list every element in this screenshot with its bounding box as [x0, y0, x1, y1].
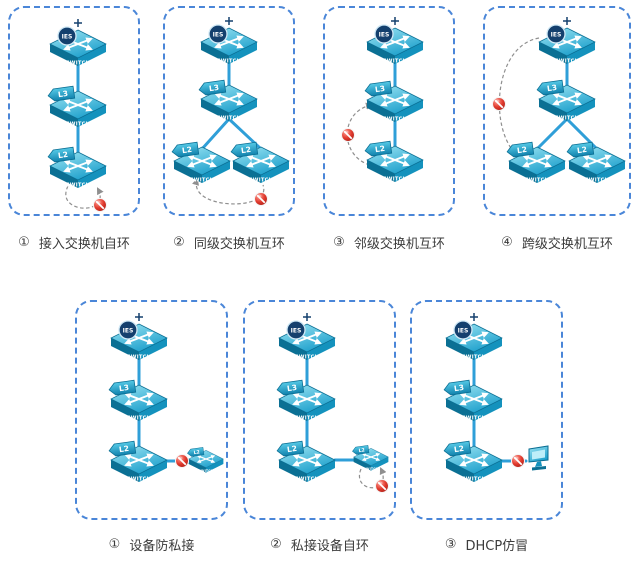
caption-access-switch-self-loop: ① 接入交换机自环	[8, 232, 140, 252]
l2-switch-icon	[364, 141, 423, 182]
forbidden-icon	[510, 453, 526, 469]
loop-arc	[498, 37, 540, 157]
caption-text: 设备防私接	[129, 538, 195, 554]
l3-switch-icon	[198, 80, 257, 121]
panel-private-device-self-loop	[243, 300, 396, 520]
loop-arc	[346, 102, 374, 167]
l2-switch-icon	[443, 441, 502, 482]
forbidden-icon	[92, 197, 108, 213]
caption-number: ②	[270, 536, 282, 552]
l3-switch-icon	[276, 380, 335, 421]
self-loop-arc	[358, 467, 387, 489]
caption-text: DHCP仿冒	[465, 538, 529, 554]
caption-adjacent-switch-loop: ③ 邻级交换机互环	[323, 232, 455, 252]
l2-switch-icon	[566, 142, 625, 183]
ies-switch-icon	[539, 17, 595, 65]
l2-switch-icon	[108, 441, 167, 482]
caption-number: ③	[444, 536, 457, 552]
caption-number: ①	[18, 234, 30, 250]
forbidden-icon	[374, 478, 390, 494]
caption-number: ④	[501, 234, 513, 250]
l2-switch-icon	[230, 142, 289, 183]
panel-access-switch-self-loop	[8, 6, 140, 216]
ies-switch-icon	[50, 19, 106, 67]
panel-peer-switch-loop	[163, 6, 295, 216]
ies-switch-icon	[279, 313, 335, 361]
panel-adjacent-switch-loop	[323, 6, 455, 216]
caption-text: 邻级交换机互环	[353, 236, 445, 252]
small-l2-switch-icon	[187, 447, 223, 472]
panel-device-private-connection	[75, 300, 228, 520]
self-loop-arc	[65, 185, 104, 209]
ies-switch-icon	[111, 313, 167, 361]
ies-switch-icon	[367, 17, 423, 65]
l2-switch-icon	[171, 142, 230, 183]
link-line	[200, 117, 231, 151]
caption-number: ③	[333, 234, 345, 250]
panel-dhcp-spoofing	[410, 300, 563, 520]
forbidden-icon	[491, 96, 507, 112]
forbidden-icon	[253, 191, 269, 207]
l3-switch-icon	[47, 86, 106, 127]
caption-cross-level-switch-loop: ④ 跨级交换机互环	[483, 232, 631, 252]
l2-switch-icon	[47, 147, 106, 188]
l3-switch-icon	[364, 81, 423, 122]
caption-text: 接入交换机自环	[38, 236, 130, 252]
panel-cross-level-switch-loop	[483, 6, 631, 216]
ies-switch-icon	[446, 313, 502, 361]
forbidden-icon	[174, 453, 190, 469]
forbidden-icon	[340, 127, 356, 143]
caption-device-private-connection: ① 设备防私接	[75, 534, 228, 554]
caption-text: 同级交换机互环	[193, 236, 285, 252]
l3-switch-icon	[536, 80, 595, 121]
caption-text: 跨级交换机互环	[521, 236, 613, 252]
l2-switch-icon	[506, 142, 565, 183]
ies-switch-icon	[201, 17, 257, 65]
small-l2-switch-icon	[352, 445, 388, 470]
l3-switch-icon	[108, 380, 167, 421]
caption-dhcp-spoofing: ③ DHCP仿冒	[410, 534, 563, 554]
l3-switch-icon	[443, 380, 502, 421]
l2-switch-icon	[276, 441, 335, 482]
caption-text: 私接设备自环	[290, 538, 369, 554]
pc-icon	[528, 445, 549, 471]
caption-number: ②	[173, 234, 185, 250]
loop-arc	[192, 177, 265, 205]
caption-peer-switch-loop: ② 同级交换机互环	[163, 232, 295, 252]
link-line	[535, 117, 569, 151]
caption-number: ①	[108, 536, 121, 552]
caption-private-device-self-loop: ② 私接设备自环	[243, 534, 396, 554]
